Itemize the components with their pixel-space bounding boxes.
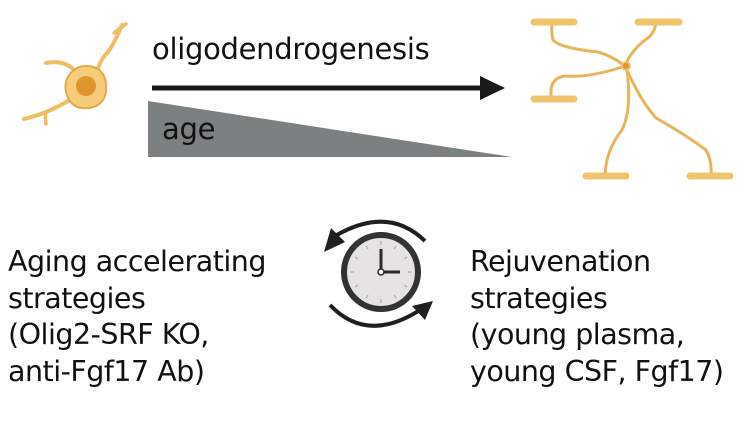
left-line: strategies bbox=[8, 281, 146, 315]
process-arrow bbox=[152, 76, 505, 100]
left-line: (Olig2-SRF KO, bbox=[8, 318, 209, 351]
clock-cycle-icon bbox=[324, 219, 433, 328]
mature-oligodendrocyte-icon bbox=[530, 18, 734, 180]
aging-accelerating-strategies: Aging accelerating strategies (Olig2-SRF… bbox=[8, 244, 266, 390]
age-gradient-wedge bbox=[148, 101, 512, 157]
right-line: Rejuvenation bbox=[470, 245, 651, 278]
right-line: strategies bbox=[470, 281, 608, 315]
left-line: Aging accelerating bbox=[8, 245, 266, 278]
rejuvenation-strategies: Rejuvenation strategies (young plasma, y… bbox=[470, 244, 724, 390]
age-label: age bbox=[162, 112, 216, 146]
right-line: young CSF, Fgf17) bbox=[470, 354, 724, 388]
precursor-cell-icon bbox=[22, 22, 128, 126]
left-line: anti-Fgf17 Ab) bbox=[8, 354, 205, 388]
right-line: (young plasma, bbox=[470, 318, 685, 351]
process-label: oligodendrogenesis bbox=[152, 32, 430, 66]
